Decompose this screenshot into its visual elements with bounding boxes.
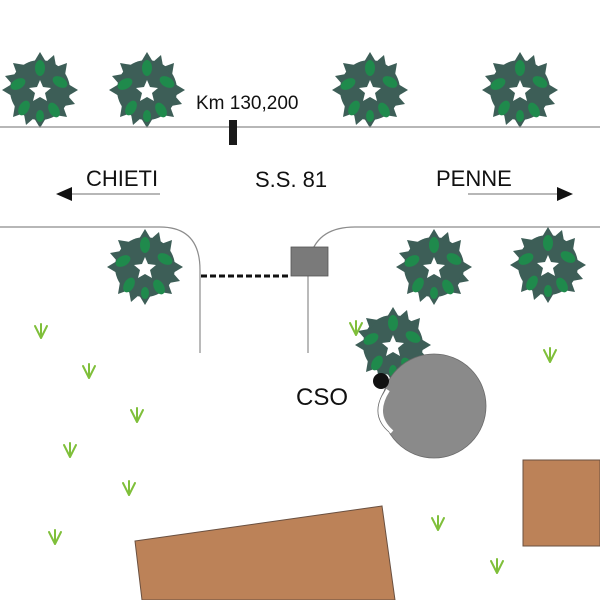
grass-icon xyxy=(431,515,445,531)
road-edge-bottom-left xyxy=(0,226,201,353)
building-small xyxy=(522,459,600,547)
tree-icon xyxy=(109,52,185,128)
direction-left-label: CHIETI xyxy=(86,166,158,191)
cso-outlet-edge xyxy=(377,389,390,433)
cso-tank xyxy=(381,353,487,459)
cso-outlet xyxy=(379,388,394,434)
grass-icon xyxy=(130,407,144,423)
cso-label: CSO xyxy=(296,384,348,411)
arrow-right-icon xyxy=(557,187,573,201)
building-large xyxy=(134,505,396,600)
cso-inlet xyxy=(373,373,389,389)
grass-icon xyxy=(543,347,557,363)
kilometer-post xyxy=(229,120,237,145)
tree-icon xyxy=(107,229,183,305)
direction-right-label: PENNE xyxy=(436,166,512,191)
grass-icon xyxy=(490,558,504,574)
tree-icon xyxy=(510,227,586,303)
tree-icon xyxy=(332,52,408,128)
kilometer-label: Km 130,200 xyxy=(196,93,298,114)
tree-icon xyxy=(482,52,558,128)
grass-icon xyxy=(63,442,77,458)
arrow-left-icon xyxy=(56,187,72,201)
tree-icon xyxy=(2,52,78,128)
grass-icon xyxy=(34,323,48,339)
grass-icon xyxy=(82,363,96,379)
grass-icon xyxy=(48,529,62,545)
manhole xyxy=(290,246,329,277)
tree-icon xyxy=(396,229,472,305)
grass-icon xyxy=(122,480,136,496)
road-name: S.S. 81 xyxy=(255,167,327,192)
